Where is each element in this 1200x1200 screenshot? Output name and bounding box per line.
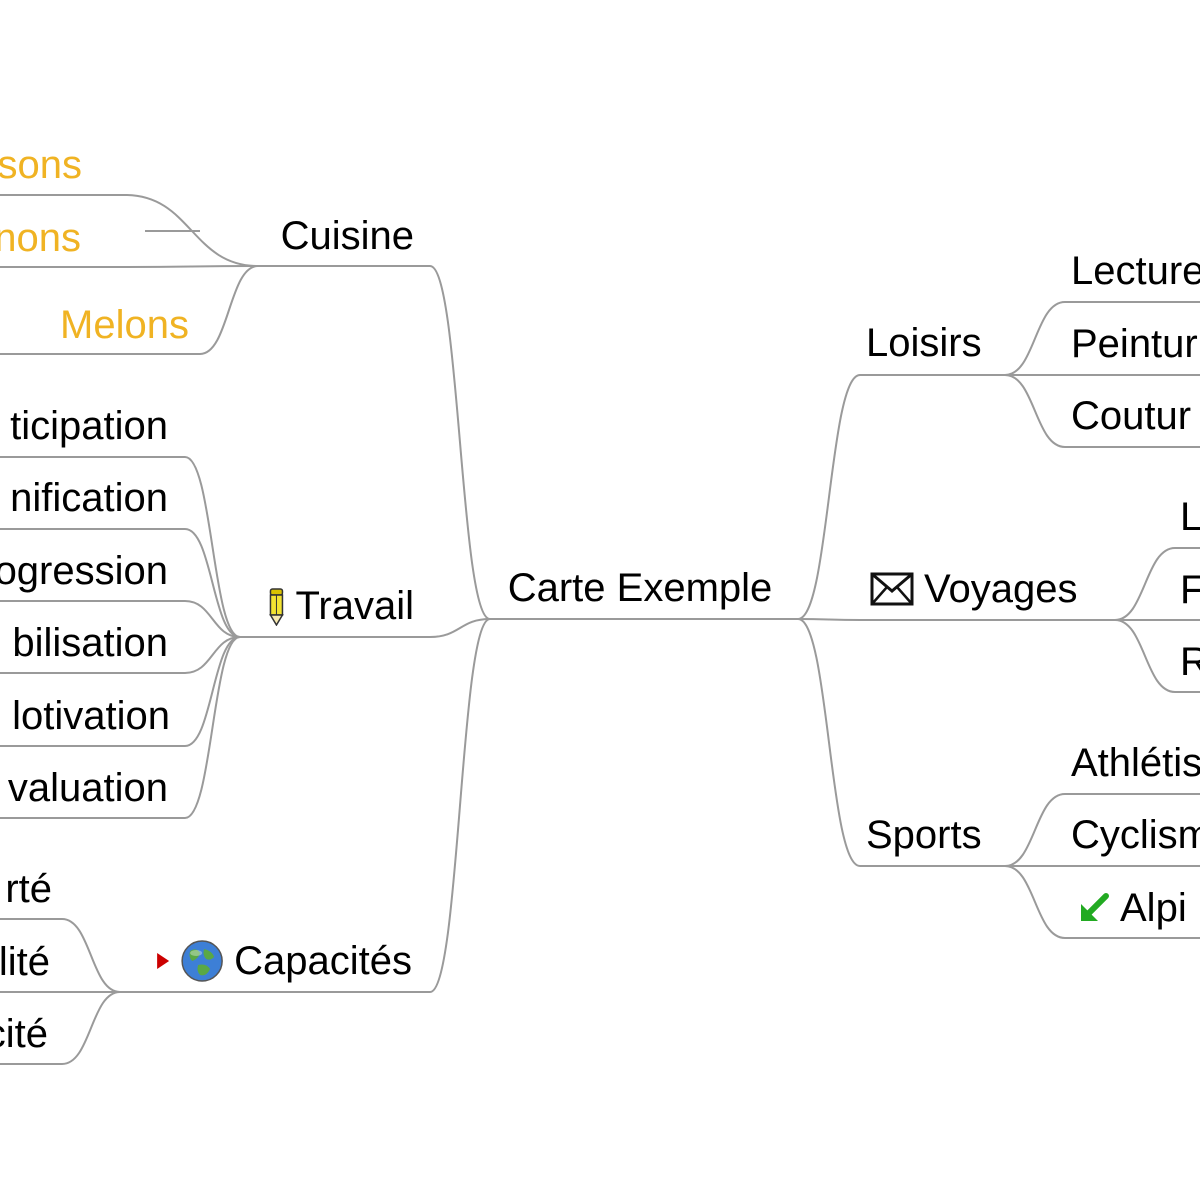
cuisine-child-2-label: nons bbox=[0, 216, 81, 260]
capacites-child-3-label: cité bbox=[0, 1012, 48, 1056]
red-arrow-right-icon bbox=[156, 952, 170, 970]
connector-root-cuisine bbox=[429, 265, 491, 620]
loisirs-child-3-label: Coutur bbox=[1071, 394, 1192, 438]
travail-child-5[interactable]: lotivation bbox=[12, 694, 170, 738]
capacites-child-3[interactable]: cité bbox=[0, 1012, 48, 1056]
connector-travail-child bbox=[184, 456, 241, 638]
travail-child-3[interactable]: ogression bbox=[0, 549, 168, 593]
branch-loisirs[interactable]: Loisirs bbox=[866, 321, 982, 365]
branch-sports-label: Sports bbox=[866, 813, 982, 857]
pencil-icon bbox=[267, 586, 285, 626]
branch-cuisine[interactable]: Cuisine bbox=[281, 214, 414, 258]
connector-voyages-child bbox=[1114, 619, 1176, 693]
travail-child-6[interactable]: valuation bbox=[8, 766, 168, 810]
cuisine-child-1-label: sons bbox=[0, 143, 82, 187]
loisirs-child-2[interactable]: Peintur bbox=[1071, 322, 1198, 366]
voyages-child-1-label: L bbox=[1180, 495, 1200, 539]
travail-child-4[interactable]: bilisation bbox=[12, 621, 168, 665]
travail-child-1-label: ticipation bbox=[10, 404, 168, 448]
connector-travail-child bbox=[184, 636, 241, 747]
branch-capacites-label: Capacités bbox=[234, 939, 412, 983]
travail-child-5-label: lotivation bbox=[12, 694, 170, 738]
cuisine-child-3-label: Melons bbox=[60, 303, 189, 347]
envelope-icon bbox=[870, 572, 914, 606]
connector-root-voyages bbox=[797, 618, 861, 621]
sports-child-1-label: Athlétis bbox=[1071, 741, 1200, 785]
capacites-child-1[interactable]: rté bbox=[5, 867, 52, 911]
voyages-child-2[interactable]: F bbox=[1180, 568, 1200, 612]
green-arrow-down-left-icon bbox=[1078, 892, 1110, 924]
connector-loisirs-child bbox=[1004, 374, 1066, 448]
connector-root-travail bbox=[429, 618, 491, 638]
connector-travail-child bbox=[184, 636, 241, 674]
sports-child-2[interactable]: Cyclism bbox=[1071, 813, 1200, 857]
capacites-child-2[interactable]: lité bbox=[0, 940, 50, 984]
travail-child-2-label: nification bbox=[10, 476, 168, 520]
travail-child-3-label: ogression bbox=[0, 549, 168, 593]
connector-travail-child bbox=[184, 600, 241, 638]
capacites-child-2-label: lité bbox=[0, 940, 50, 984]
sports-child-1[interactable]: Athlétis bbox=[1071, 741, 1200, 785]
branch-loisirs-label: Loisirs bbox=[866, 321, 982, 365]
connector-root-loisirs bbox=[797, 374, 861, 620]
branch-cuisine-label: Cuisine bbox=[280, 214, 414, 258]
branch-travail[interactable]: Travail bbox=[267, 584, 414, 628]
voyages-child-3[interactable]: R bbox=[1180, 640, 1200, 684]
globe-icon bbox=[180, 939, 224, 983]
voyages-child-2-label: F bbox=[1180, 568, 1200, 612]
sports-child-2-label: Cyclism bbox=[1071, 813, 1200, 857]
connector-root-capacites bbox=[429, 618, 491, 993]
connector-voyages-child bbox=[1114, 547, 1176, 621]
sports-child-3-label: Alpi bbox=[1120, 886, 1187, 930]
connector-cuisine-child bbox=[124, 265, 259, 268]
connector-loisirs-child bbox=[1004, 301, 1066, 376]
connector-sports-child bbox=[1004, 865, 1066, 939]
connector-capacites-child bbox=[61, 918, 121, 993]
root-node[interactable]: Carte Exemple bbox=[508, 566, 773, 610]
travail-child-4-label: bilisation bbox=[12, 621, 168, 665]
branch-sports[interactable]: Sports bbox=[866, 813, 982, 857]
branch-voyages-label: Voyages bbox=[924, 567, 1078, 611]
voyages-child-3-label: R bbox=[1180, 640, 1200, 684]
connector-cuisine-child bbox=[199, 265, 259, 355]
cuisine-child-2[interactable]: nons bbox=[0, 216, 81, 260]
connector-capacites-child bbox=[61, 991, 121, 1065]
branch-capacites[interactable]: Capacités bbox=[156, 939, 412, 983]
voyages-child-1[interactable]: L bbox=[1180, 495, 1200, 539]
connector-travail-child bbox=[184, 636, 241, 819]
travail-child-6-label: valuation bbox=[7, 766, 168, 810]
connector-root-sports bbox=[797, 618, 861, 867]
cuisine-child-1[interactable]: sons bbox=[0, 143, 82, 187]
connector-sports-child bbox=[1004, 793, 1066, 867]
root-label: Carte Exemple bbox=[507, 566, 773, 610]
branch-travail-label: Travail bbox=[295, 584, 414, 628]
loisirs-child-3[interactable]: Coutur bbox=[1071, 394, 1191, 438]
capacites-child-1-label: rté bbox=[5, 867, 52, 911]
loisirs-child-1[interactable]: Lecture bbox=[1071, 249, 1200, 293]
sports-child-3[interactable]: Alpi bbox=[1078, 886, 1187, 930]
loisirs-child-2-label: Peintur bbox=[1071, 322, 1198, 366]
loisirs-child-1-label: Lecture bbox=[1071, 249, 1200, 293]
branch-voyages[interactable]: Voyages bbox=[870, 567, 1077, 611]
cuisine-child-3[interactable]: Melons bbox=[60, 303, 189, 347]
travail-child-2[interactable]: nification bbox=[10, 476, 168, 520]
connector-travail-child bbox=[184, 528, 241, 638]
travail-child-1[interactable]: ticipation bbox=[10, 404, 168, 448]
